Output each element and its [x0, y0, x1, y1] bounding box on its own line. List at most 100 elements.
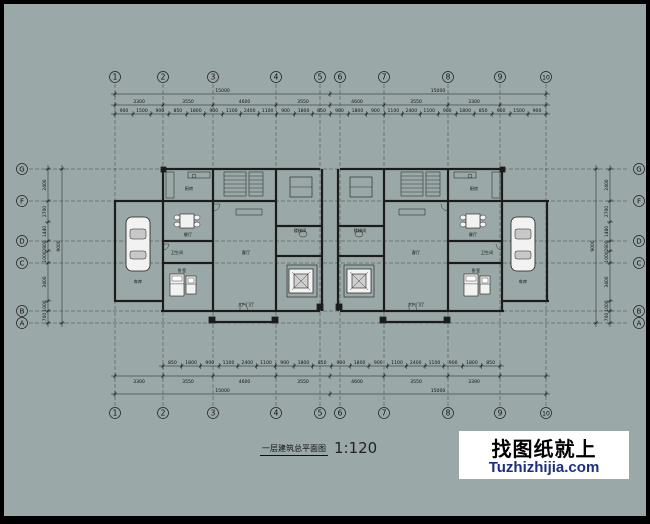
- grid-bubble-row-C: [16, 257, 28, 269]
- dining-table-left-chair: [193, 214, 201, 221]
- room-living-right: 客厅: [412, 249, 420, 256]
- dining-table-left-chair: [193, 221, 201, 228]
- dining-table-right-chair: [479, 214, 487, 221]
- wall-segment: [163, 261, 213, 265]
- dim-left-value: 1000: [42, 300, 48, 311]
- dim-top-tier2-slash: [203, 112, 207, 116]
- wall-segment: [161, 309, 320, 313]
- grid-label-col-2: 2: [161, 409, 166, 418]
- door-bath-right: [495, 243, 503, 251]
- dining-table-left-chair: [173, 214, 181, 221]
- column: [316, 303, 324, 311]
- dim-top-tier2-value: 850: [173, 108, 182, 114]
- wall-segment: [274, 169, 278, 311]
- column: [443, 316, 451, 324]
- sofa-set-right-cross: [349, 271, 369, 291]
- grid-bubble-row-F: [633, 195, 645, 207]
- door-entrance-left: [239, 302, 249, 312]
- dim-left-value: 700: [42, 313, 48, 322]
- grid-bubble-col-5: [314, 407, 326, 419]
- dim-left-value: 2700: [42, 206, 48, 217]
- dim-top-tier2-value: 850: [479, 108, 488, 114]
- column: [208, 316, 216, 324]
- sideboard-left: [235, 208, 263, 216]
- dim-top-tier2-value: 1100: [423, 108, 435, 114]
- sofa-set-left-cross: [291, 271, 311, 291]
- grid-bubble-col-2: [157, 71, 169, 83]
- dim-right-value: 700: [604, 313, 610, 322]
- dim-left-value: 1440: [42, 226, 48, 237]
- dim-top-tier2-slash: [238, 112, 243, 116]
- dim-top-tier2-value: 1500: [513, 108, 525, 114]
- labels: 厨房厨房餐厅餐厅车库车库卫生间卫生间客厅客厅入户门厅入户门厅楼梯间楼梯间卧室卧室: [134, 185, 527, 308]
- grid-label-col-6: 6: [338, 73, 343, 82]
- grid-bubble-col-9: [494, 407, 506, 419]
- dim-bottom-tier2-value: 1800: [466, 360, 478, 366]
- dim-bottom-tier1-slash: [328, 374, 332, 378]
- dining-table-right: [465, 213, 481, 229]
- grid-label-col-4: 4: [274, 73, 279, 82]
- dim-top-tier2-slash: [220, 112, 225, 116]
- bed-left-b-pillow: [187, 277, 195, 284]
- grid-bubble-col-1: [109, 71, 121, 83]
- dim-left-slash: [46, 249, 50, 253]
- dining-table-right-chair: [459, 221, 467, 228]
- room-kitchen-right: 厨房: [470, 185, 478, 192]
- dim-top-tier2-slash: [292, 112, 297, 116]
- car-right-window: [514, 228, 532, 240]
- room-stairhall-right: 楼梯间: [354, 227, 367, 234]
- wall-segment: [338, 224, 384, 228]
- dim-top-tier2-value: 2400: [244, 108, 256, 114]
- dim-bottom-tier1-value: 3390: [468, 379, 480, 385]
- dim-right-slash: [608, 309, 612, 313]
- dim-bottom-tier2-slash: [236, 364, 240, 368]
- drawing-title: 一层建筑总平面图 1:120: [260, 434, 377, 456]
- sink-left: [191, 173, 197, 179]
- dim-bottom-tier2-slash: [273, 364, 278, 368]
- dim-top-tier2-value: 1800: [459, 108, 471, 114]
- dim-top-tier2-value: 1100: [226, 108, 238, 114]
- dim-bottom-tier2-value: 2400: [410, 360, 422, 366]
- dining-table-right-chair: [459, 214, 467, 221]
- dim-bottom-tier2-value: 1100: [260, 360, 272, 366]
- dim-top-tier2-slash: [185, 112, 189, 116]
- dim-top-overall-value: 15000: [215, 88, 230, 94]
- wall-segment: [114, 199, 163, 203]
- grid-bubble-col-4: [270, 71, 282, 83]
- grid-label-col-7: 7: [382, 73, 387, 82]
- dim-bottom-tier2-value: 1800: [298, 360, 310, 366]
- dim-right-slash: [608, 199, 612, 203]
- dim-bottom-tier2-slash: [329, 364, 334, 368]
- dining-table-left-chair: [173, 221, 181, 228]
- kitchen-counter-right: [491, 171, 501, 199]
- door-dining-left: [212, 203, 221, 212]
- toilet-right: [354, 230, 364, 238]
- dim-bottom-tier1-value: 3550: [410, 379, 422, 385]
- column: [335, 303, 343, 311]
- dim-left-slash: [46, 299, 50, 303]
- grid-label-row-F: F: [637, 198, 641, 206]
- dim-right-value: 2800: [604, 240, 610, 251]
- grid-label-row-B: B: [637, 308, 642, 316]
- column: [379, 316, 387, 324]
- dim-top-tier2-value: 900: [209, 108, 218, 114]
- wall-segment: [161, 167, 320, 171]
- dim-bottom-tier2-slash: [254, 364, 259, 368]
- dim-top-tier2-slash: [454, 112, 458, 116]
- wall-segment: [502, 299, 549, 303]
- dim-top-tier2-slash: [328, 112, 333, 116]
- dim-bottom-tier2-slash: [404, 364, 409, 368]
- grid-label-col-4: 4: [274, 409, 279, 418]
- grid-label-col-5: 5: [318, 409, 323, 418]
- bed-right-b: [479, 275, 491, 295]
- dim-top-overall-slash: [328, 92, 332, 96]
- dim-top-tier2-slash: [400, 112, 405, 116]
- grid-bubble-row-G: [16, 163, 28, 175]
- wall-segment: [384, 320, 448, 324]
- dim-top-tier1-value: 4600: [351, 99, 363, 105]
- grid-label-col-9: 9: [498, 73, 503, 82]
- dim-top-tier1-value: 3550: [297, 99, 309, 105]
- dim-top-tier2-slash: [310, 112, 315, 116]
